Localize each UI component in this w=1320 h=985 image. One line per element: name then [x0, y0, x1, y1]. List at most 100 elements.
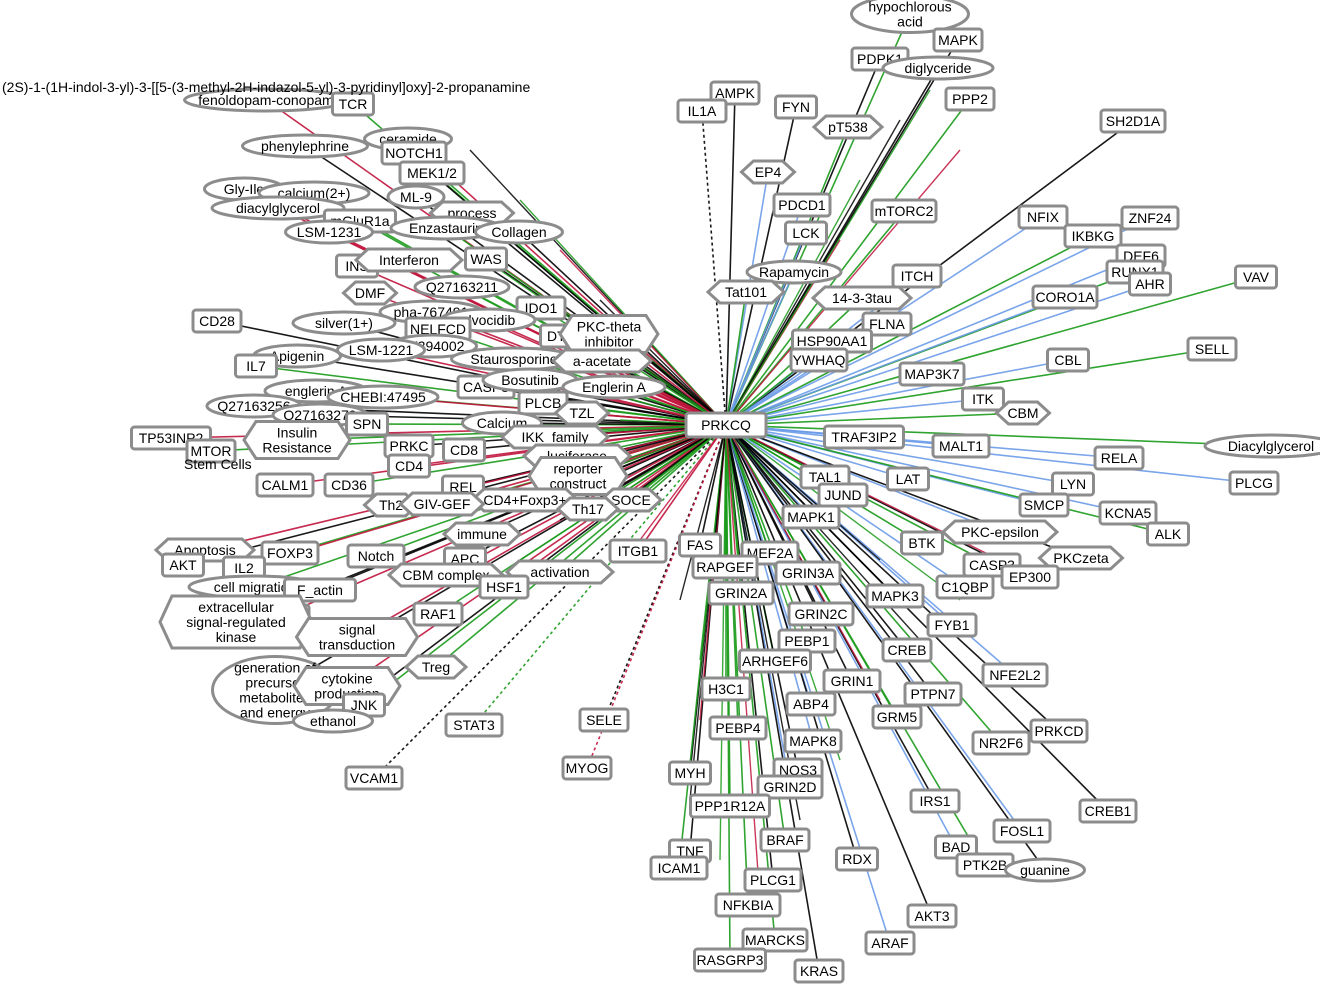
node-tzl[interactable]: TZL	[553, 400, 611, 426]
node-immune[interactable]: immune	[441, 521, 523, 547]
node-ahr[interactable]: AHR	[1128, 271, 1172, 297]
node-sh2d1a[interactable]: SH2D1A	[1099, 108, 1167, 134]
node-nfe2l2[interactable]: NFE2L2	[981, 662, 1049, 688]
node-mtorc2[interactable]: mTORC2	[870, 198, 938, 224]
node-kras[interactable]: KRAS	[793, 958, 845, 984]
node-interferon[interactable]: Interferon	[353, 247, 465, 273]
node-stat3[interactable]: STAT3	[444, 712, 504, 738]
node-grin2c[interactable]: GRIN2C	[787, 601, 855, 627]
node-collagen[interactable]: Collagen	[474, 219, 564, 245]
node-chebi47495[interactable]: CHEBI:47495	[326, 384, 440, 410]
node-malt1[interactable]: MALT1	[931, 433, 991, 459]
node-irs1[interactable]: IRS1	[909, 788, 961, 814]
node-spn[interactable]: SPN	[345, 411, 389, 437]
node-tcr[interactable]: TCR	[331, 91, 375, 117]
node-plcb[interactable]: PLCB	[517, 390, 569, 416]
node-ppp2[interactable]: PPP2	[944, 86, 996, 112]
node-tau[interactable]: 14-3-3tau	[810, 285, 914, 311]
node-prkcd[interactable]: PRKCD	[1029, 718, 1089, 744]
node-akt[interactable]: AKT	[161, 552, 205, 578]
node-grin2a[interactable]: GRIN2A	[707, 580, 775, 606]
node-ikk[interactable]: IKK_family	[499, 424, 611, 450]
node-c1qbp[interactable]: C1QBP	[935, 574, 995, 600]
node-pt538[interactable]: pT538	[811, 114, 885, 140]
node-grin3a[interactable]: GRIN3A	[774, 560, 842, 586]
node-acetate[interactable]: a-acetate	[550, 348, 654, 374]
node-fosl1[interactable]: FOSL1	[992, 818, 1052, 844]
node-nr2f6[interactable]: NR2F6	[971, 730, 1031, 756]
node-cbl[interactable]: CBL	[1046, 347, 1090, 373]
node-vav[interactable]: VAV	[1234, 264, 1278, 290]
node-znf24[interactable]: ZNF24	[1120, 205, 1180, 231]
node-fas[interactable]: FAS	[678, 532, 722, 558]
node-araf[interactable]: ARAF	[864, 930, 916, 956]
node-grin1[interactable]: GRIN1	[822, 668, 882, 694]
node-rapamycin[interactable]: Rapamycin	[745, 259, 843, 285]
node-smcp[interactable]: SMCP	[1018, 492, 1070, 518]
node-pebp4[interactable]: PEBP4	[708, 715, 768, 741]
node-ywhaq[interactable]: YWHAQ	[789, 347, 849, 373]
node-givgef[interactable]: GIV-GEF	[398, 491, 486, 517]
node-btk[interactable]: BTK	[900, 530, 944, 556]
node-arhgef6[interactable]: ARHGEF6	[738, 648, 812, 674]
node-enzastaurin[interactable]: Enzastaurin	[389, 215, 503, 241]
node-mapk3[interactable]: MAPK3	[865, 583, 925, 609]
node-ptk2[interactable]: PTK2B	[955, 852, 1015, 878]
node-itk[interactable]: ITK	[961, 386, 1005, 412]
node-fyn[interactable]: FYN	[774, 94, 818, 120]
node-kcna5[interactable]: KCNA5	[1098, 500, 1158, 526]
node-englerin2[interactable]: Englerin A	[561, 374, 667, 400]
node-marcks[interactable]: MARCKS	[741, 927, 809, 953]
node-jund[interactable]: JUND	[817, 482, 869, 508]
node-diglyceride[interactable]: diglyceride	[881, 55, 995, 81]
node-cd4foxp3[interactable]: CD4+Foxp3+	[469, 487, 581, 513]
node-myog[interactable]: MYOG	[561, 755, 613, 781]
node-raf1[interactable]: RAF1	[412, 601, 464, 627]
node-prkc[interactable]: PRKC	[383, 433, 435, 459]
node-cbm-complex[interactable]: CBM complex	[386, 562, 506, 588]
node-hsf1[interactable]: HSF1	[478, 574, 530, 600]
node-th17[interactable]: Th17	[555, 496, 621, 522]
node-cd36[interactable]: CD36	[323, 472, 375, 498]
node-cbm[interactable]: CBM	[994, 400, 1052, 426]
node-lsm1221[interactable]: LSM-1221	[336, 337, 426, 363]
node-guanine[interactable]: guanine	[1004, 857, 1086, 883]
node-fyb1[interactable]: FYB1	[926, 612, 978, 638]
node-mapk[interactable]: MAPK	[932, 27, 984, 53]
node-sele[interactable]: SELE	[578, 707, 630, 733]
node-cd4[interactable]: CD4	[387, 453, 431, 479]
node-jnk[interactable]: JNK	[342, 692, 386, 718]
node-plcg[interactable]: PLCG	[1228, 470, 1280, 496]
node-itgb1[interactable]: ITGB1	[608, 538, 668, 564]
node-fenoldopam[interactable]: fenoldopam-conopam	[183, 87, 349, 113]
node-diacylglycerol[interactable]: Diacylglycerol	[1203, 433, 1320, 459]
node-ml9[interactable]: ML-9	[386, 184, 446, 210]
node-q27163211[interactable]: Q27163211	[413, 274, 511, 300]
node-tat101[interactable]: Tat101	[705, 279, 787, 305]
node-calm1[interactable]: CALM1	[255, 472, 315, 498]
node-creb[interactable]: CREB	[881, 637, 933, 663]
node-notch[interactable]: Notch	[346, 543, 406, 569]
node-abp4[interactable]: ABP4	[785, 691, 837, 717]
node-mapk1[interactable]: MAPK1	[781, 504, 841, 530]
node-mapk8[interactable]: MAPK8	[783, 728, 843, 754]
node-pkc-epsilon[interactable]: PKC-epsilon	[940, 519, 1060, 545]
node-ikbkg[interactable]: IKBKG	[1063, 223, 1123, 249]
node-coro1a[interactable]: CORO1A	[1031, 284, 1099, 310]
node-rapgef[interactable]: RAPGEF	[691, 554, 759, 580]
node-activation[interactable]: activation	[504, 559, 616, 585]
node-ptpn7[interactable]: PTPN7	[903, 681, 963, 707]
node-silver[interactable]: silver(1+)	[291, 310, 397, 336]
node-nfix[interactable]: NFIX	[1017, 204, 1069, 230]
node-dmf[interactable]: DMF	[341, 280, 399, 306]
node-nfkbia[interactable]: NFKBIA	[714, 892, 782, 918]
node-map3k7[interactable]: MAP3K7	[898, 361, 966, 387]
node-myh[interactable]: MYH	[668, 760, 712, 786]
node-mek12[interactable]: MEK1/2	[398, 160, 466, 186]
node-ethanol[interactable]: ethanol	[292, 708, 374, 734]
